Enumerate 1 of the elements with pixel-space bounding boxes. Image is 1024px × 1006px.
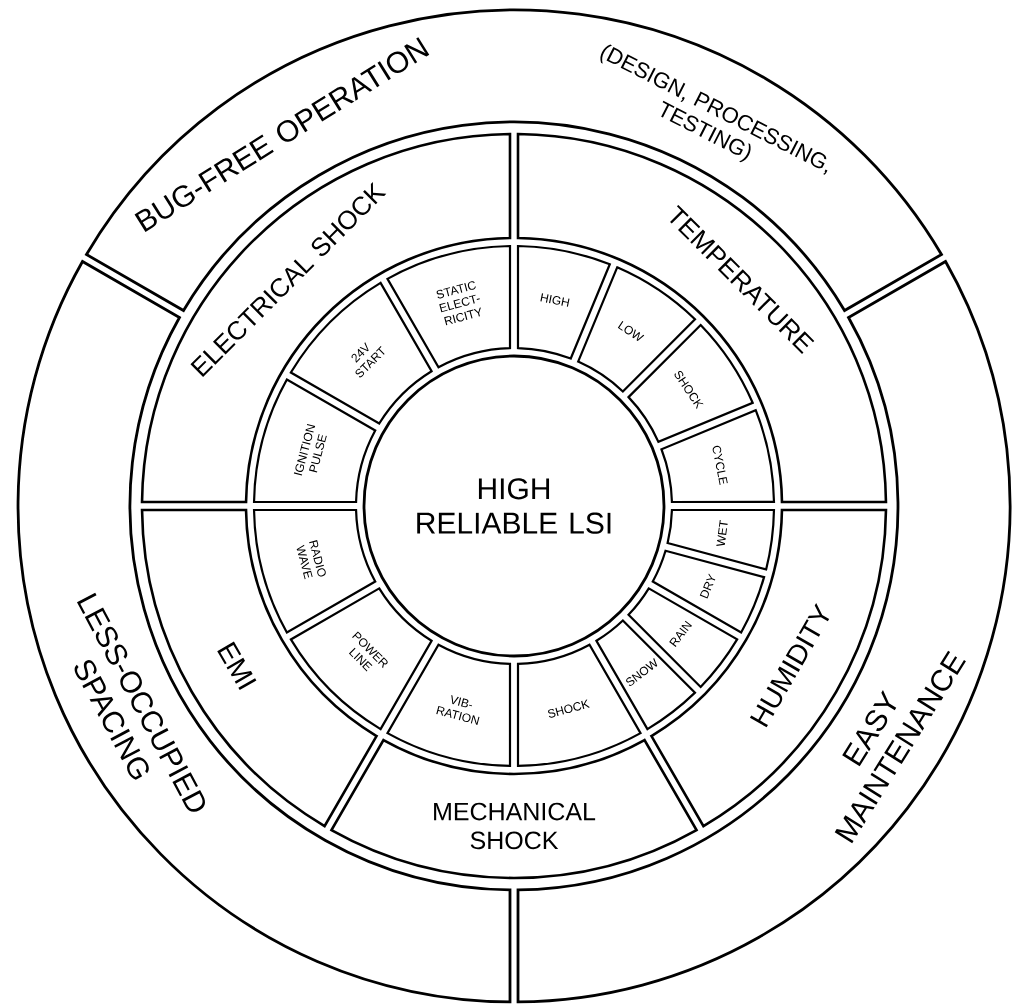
ring-segment: MECHANICAL SHOCK	[330, 738, 698, 880]
